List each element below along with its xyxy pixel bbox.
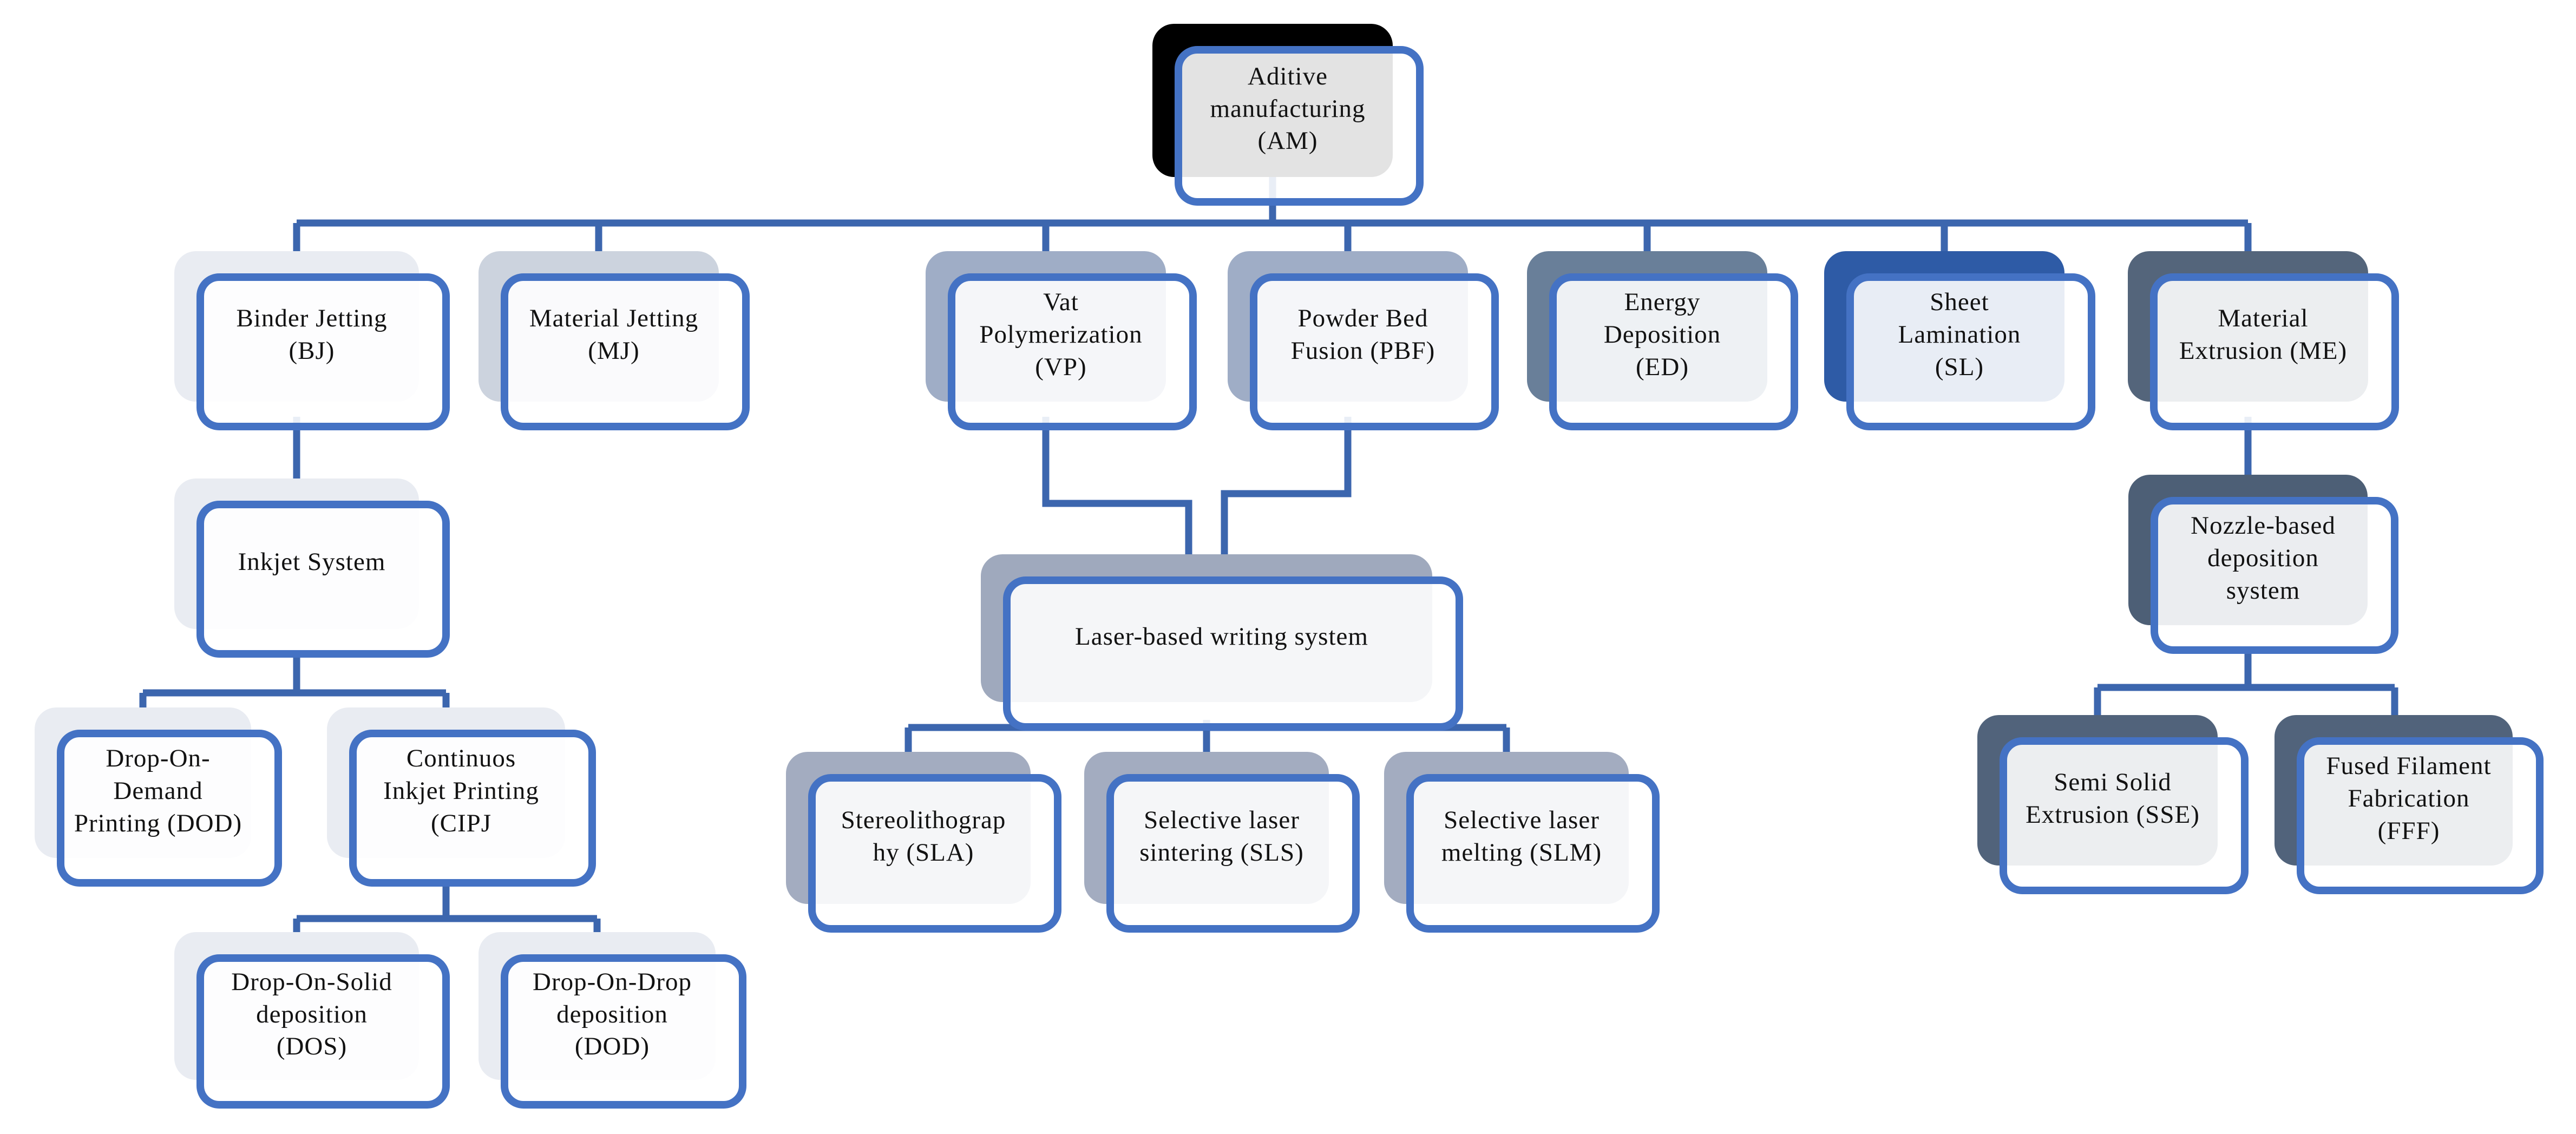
connector-vp-laser — [1042, 417, 1192, 560]
node-label: Laser-based writing system — [1075, 622, 1368, 651]
node-box — [501, 273, 750, 430]
node-sheet-lamination: Sheet Lamination (SL) — [1824, 251, 2095, 430]
node-box — [1175, 46, 1424, 206]
node-material-extrusion: Material Extrusion (ME) — [2128, 251, 2399, 430]
node-label: Powder Bed Fusion (PBF) — [1290, 304, 1436, 365]
node-label: Material Jetting (MJ) — [529, 304, 699, 365]
connector-pbf-laser — [1221, 417, 1352, 560]
node-label: Stereolithograp hy (SLA) — [841, 805, 1006, 867]
node-label: Drop-On-Solid deposition (DOS) — [231, 967, 392, 1061]
node-label: Vat Polymerization (VP) — [979, 288, 1143, 381]
node-box — [2151, 497, 2398, 654]
node-energy-deposition: Energy Deposition (ED) — [1527, 251, 1798, 430]
node-box — [1106, 774, 1360, 933]
node-box — [196, 501, 450, 658]
node-semi-solid-extrusion: Semi Solid Extrusion (SSE) — [1977, 715, 2249, 894]
node-box — [2297, 737, 2544, 894]
node-nozzle-based-deposition-system: Nozzle-based deposition system — [2128, 475, 2398, 654]
node-box — [1250, 273, 1499, 430]
node-binder-jetting: Binder Jetting (BJ) — [174, 251, 450, 430]
node-drop-on-solid-deposition: Drop-On-Solid deposition (DOS) — [174, 932, 450, 1109]
node-box — [948, 273, 1197, 430]
node-box — [1549, 273, 1798, 430]
node-additive-manufacturing: Aditive manufacturing (AM) — [1152, 24, 1424, 206]
node-stereolithography: Stereolithograp hy (SLA) — [786, 752, 1061, 933]
node-continuous-inkjet-printing: Continuos Inkjet Printing (CIPJ — [327, 707, 596, 887]
node-label: Selective laser melting (SLM) — [1441, 805, 1602, 867]
node-fused-filament-fabrication: Fused Filament Fabrication (FFF) — [2275, 715, 2544, 894]
node-label: Drop-On- Demand Printing (DOD) — [74, 744, 242, 837]
node-label: Fused Filament Fabrication (FFF) — [2326, 752, 2492, 845]
node-box — [196, 954, 450, 1109]
node-laser-based-writing-system: Laser-based writing system — [981, 554, 1463, 731]
node-box — [501, 954, 746, 1109]
node-box — [1406, 774, 1660, 933]
node-box — [1003, 576, 1463, 731]
node-box — [1846, 273, 2095, 430]
node-box — [196, 273, 450, 430]
node-box — [808, 774, 1061, 933]
node-material-jetting: Material Jetting (MJ) — [479, 251, 750, 430]
node-vat-polymerization: Vat Polymerization (VP) — [926, 251, 1197, 430]
node-label: Semi Solid Extrusion (SSE) — [2026, 768, 2200, 829]
node-inkjet-system: Inkjet System — [174, 478, 450, 658]
node-powder-bed-fusion: Powder Bed Fusion (PBF) — [1228, 251, 1499, 430]
node-label: Continuos Inkjet Printing (CIPJ — [383, 744, 539, 837]
node-label: Material Extrusion (ME) — [2179, 304, 2348, 365]
node-selective-laser-sintering: Selective laser sintering (SLS) — [1084, 752, 1360, 933]
node-label: Binder Jetting (BJ) — [236, 304, 388, 365]
node-label: Drop-On-Drop deposition (DOD) — [533, 967, 692, 1061]
node-drop-on-drop-deposition: Drop-On-Drop deposition (DOD) — [479, 932, 746, 1109]
node-label: Sheet Lamination (SL) — [1898, 288, 2021, 381]
node-label: Aditive manufacturing (AM) — [1210, 62, 1366, 155]
node-label: Inkjet System — [238, 548, 386, 576]
node-box — [349, 730, 596, 887]
node-box — [2000, 737, 2249, 894]
node-selective-laser-melting: Selective laser melting (SLM) — [1384, 752, 1660, 933]
node-drop-on-demand-printing: Drop-On- Demand Printing (DOD) — [35, 707, 282, 887]
node-label: Energy Deposition (ED) — [1603, 288, 1721, 381]
node-box — [57, 730, 282, 887]
node-label: Nozzle-based deposition system — [2191, 512, 2336, 605]
node-label: Selective laser sintering (SLS) — [1139, 805, 1304, 867]
node-box — [2150, 273, 2399, 430]
